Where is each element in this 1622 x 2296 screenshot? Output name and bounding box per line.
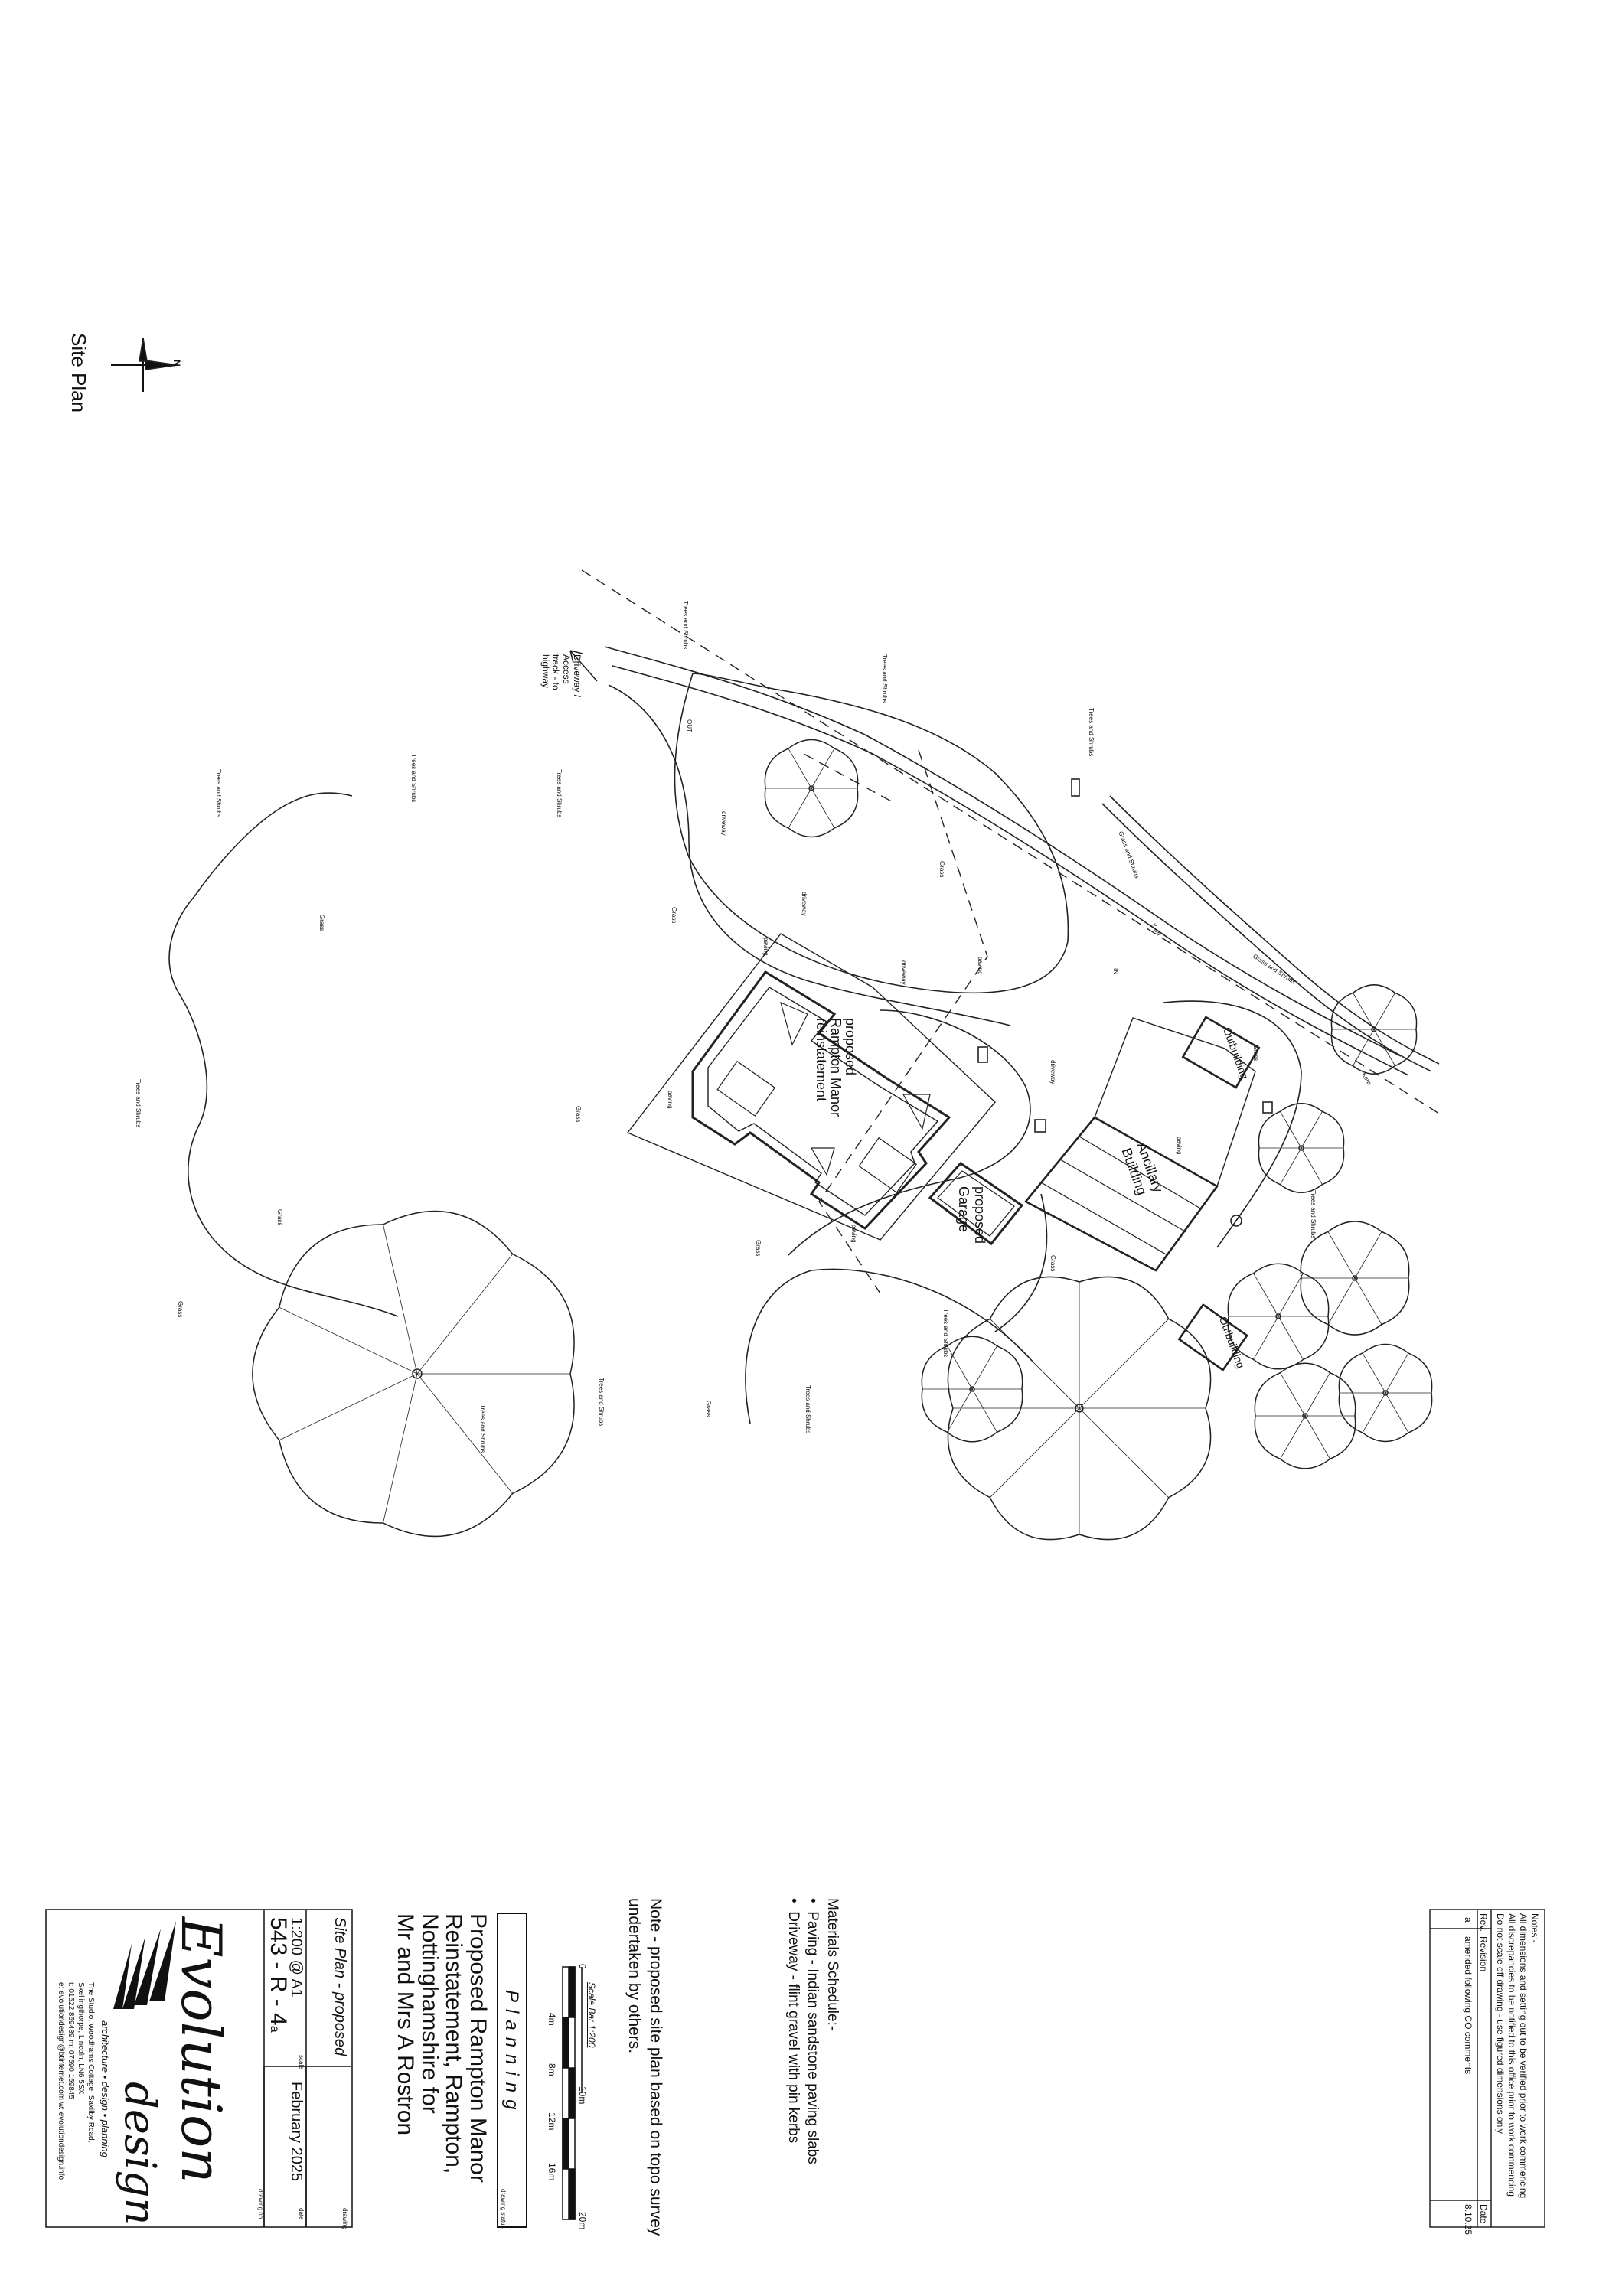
tree-icon [921, 1336, 1023, 1443]
company-logo-sub: design [115, 2082, 165, 2226]
house-platform [626, 933, 996, 1241]
tree-icon [1330, 984, 1418, 1075]
feature-post [1034, 1119, 1046, 1133]
access-arrow-icon [569, 650, 598, 682]
feature-post [1071, 778, 1080, 797]
company-address: The Studio, Woodhams Cottage, Saxilby Ro… [57, 1982, 95, 2180]
tree-icon [764, 739, 859, 838]
company-tagline: architecture • design • planning [100, 2020, 111, 2157]
tree-canopies [252, 739, 1433, 1541]
tree-belt-edge [168, 792, 399, 1317]
tree-icon [947, 1276, 1212, 1541]
house-outline [691, 970, 951, 1230]
tree-icon [1258, 1103, 1345, 1193]
outbuilding-1-outline [1181, 1016, 1261, 1089]
tree-icon [1254, 1362, 1356, 1469]
feature-post [1262, 1101, 1273, 1114]
ancillary-building-outline [1023, 1017, 1256, 1272]
feature-marker [1230, 1215, 1242, 1227]
tree-icon [1300, 1221, 1410, 1336]
outbuilding-2-outline [1177, 1303, 1248, 1371]
tree-belt-edge-right [994, 1193, 1048, 1332]
north-arrow-icon [111, 338, 178, 392]
tree-icon [1338, 1343, 1433, 1443]
tree-icon [1227, 1263, 1330, 1370]
garage-outline [928, 1162, 1024, 1246]
tree-icon [252, 1210, 575, 1538]
site-boundary-dashed [581, 569, 1440, 1294]
feature-post [977, 1046, 988, 1063]
access-track [604, 646, 1440, 1424]
company-logo-main: Evolution [169, 1917, 233, 2183]
